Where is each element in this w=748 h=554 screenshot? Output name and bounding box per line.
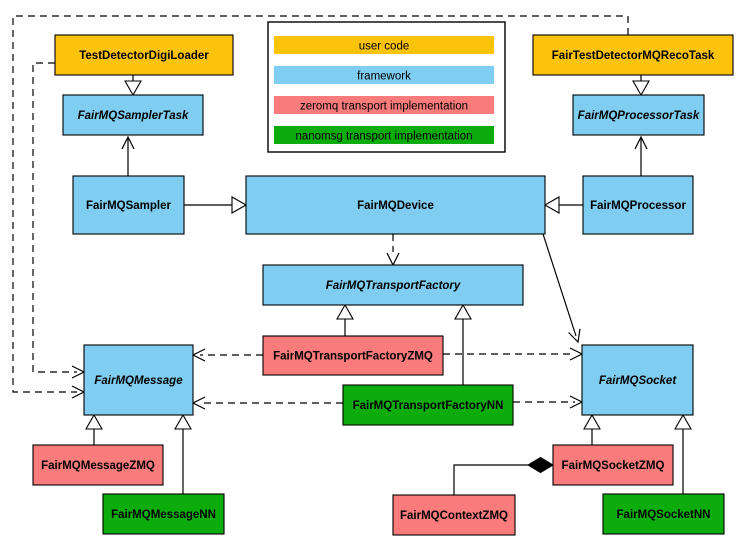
node-box [602,493,725,535]
node-box [552,444,674,486]
node-box [582,175,694,235]
node-fairmq-message: FairMQMessage [83,344,194,416]
node-label: FairMQMessage [94,375,183,387]
edge-recotask-message [12,15,629,393]
node-label: FairMQContextZMQ [400,510,508,522]
node-label: FairTestDetectorMQRecoTask [552,50,715,62]
node-label: TestDetectorDigiLoader [79,50,209,62]
node-label: FairMQMessageZMQ [41,460,155,472]
legend-item-user-code: user code [274,36,494,54]
legend-swatch-nanomsg [274,126,494,144]
open-arrowhead [634,135,648,150]
inheritance-arrowhead [231,196,248,214]
node-fairmq-socket: FairMQSocket [581,344,694,416]
inheritance-arrowhead [174,413,192,430]
node-box [62,94,204,136]
open-arrowhead [71,365,86,379]
node-fairmq-message-zmq: FairMQMessageZMQ [32,444,164,486]
node-label: FairMQSocket [599,375,677,387]
legend-swatch-framework [274,66,494,84]
inheritance-arrowhead [336,303,354,320]
node-label: FairMQSocketZMQ [562,460,665,472]
edge-layer [12,15,692,495]
node-test-detector-digi-loader: TestDetectorDigiLoader [54,34,234,76]
node-label: FairMQSamplerTask [78,110,189,122]
edge-device-socket [542,233,577,337]
node-fairmq-transport-factory-zmq: FairMQTransportFactoryZMQ [262,335,444,376]
node-box [32,444,164,486]
inheritance-arrowhead [454,303,472,320]
node-box [262,335,444,376]
legend-label: nanomsg transport implementation [295,131,472,143]
node-fair-test-detector-mq-reco-task: FairTestDetectorMQRecoTask [532,34,734,76]
node-fairmq-sampler-task: FairMQSamplerTask [62,94,204,136]
legend-item-zeromq: zeromq transport implementation [274,96,494,114]
legend-swatch-user-code [274,36,494,54]
node-fairmq-message-nn: FairMQMessageNN [102,493,225,535]
node-fairmq-socket-zmq: FairMQSocketZMQ [552,444,674,486]
inheritance-arrowhead [632,80,650,97]
legend-swatch-zeromq [274,96,494,114]
inheritance-arrowhead [124,80,142,97]
open-arrowhead [121,135,135,150]
open-arrowhead [386,252,400,267]
node-label: FairMQSampler [86,200,172,212]
node-box [342,384,514,426]
node-fairmq-socket-nn: FairMQSocketNN [602,493,725,535]
node-label: FairMQTransportFactoryNN [353,400,504,412]
node-fairmq-processor-task: FairMQProcessorTask [572,94,705,136]
legend-label: zeromq transport implementation [300,101,468,113]
composition-diamond [527,456,554,474]
inheritance-arrowhead [583,413,601,430]
edge-digiloader-message [32,62,77,373]
node-label: FairMQProcessor [590,200,686,212]
node-box [72,175,185,235]
node-label: FairMQProcessorTask [578,110,700,122]
node-label: FairMQTransportFactory [326,280,461,292]
node-label: FairMQMessageNN [111,509,216,521]
open-arrowhead [569,395,584,409]
open-arrowhead [569,347,584,361]
legend: user code framework zeromq transport imp… [267,21,506,153]
node-box [572,94,705,136]
node-box [581,344,694,416]
legend-label: user code [359,41,410,53]
node-box [245,175,546,235]
open-arrowhead [191,396,206,410]
node-label: FairMQSocketNN [617,509,711,521]
open-arrowhead [568,328,581,344]
node-fairmq-transport-factory: FairMQTransportFactory [262,264,524,306]
node-fairmq-transport-factory-nn: FairMQTransportFactoryNN [342,384,514,426]
node-box [532,34,734,76]
node-box [262,264,524,306]
node-label: FairMQDevice [357,200,434,212]
legend-label: framework [357,71,411,83]
node-layer: TestDetectorDigiLoader FairTestDetectorM… [32,34,734,536]
legend-item-nanomsg: nanomsg transport implementation [274,126,494,144]
node-box [54,34,234,76]
node-box [83,344,194,416]
node-fairmq-device: FairMQDevice [245,175,546,235]
node-label: FairMQTransportFactoryZMQ [273,351,433,363]
legend-item-framework: framework [274,66,494,84]
edge-contextzmq-socketzmq [453,464,528,495]
inheritance-arrowhead [674,413,692,430]
node-box [392,494,516,536]
node-fairmq-processor: FairMQProcessor [582,175,694,235]
node-fairmq-sampler: FairMQSampler [72,175,185,235]
node-box [102,493,225,535]
inheritance-arrowhead [85,413,103,430]
inheritance-arrowhead [543,196,560,214]
open-arrowhead [191,348,206,362]
node-fairmq-context-zmq: FairMQContextZMQ [392,494,516,536]
